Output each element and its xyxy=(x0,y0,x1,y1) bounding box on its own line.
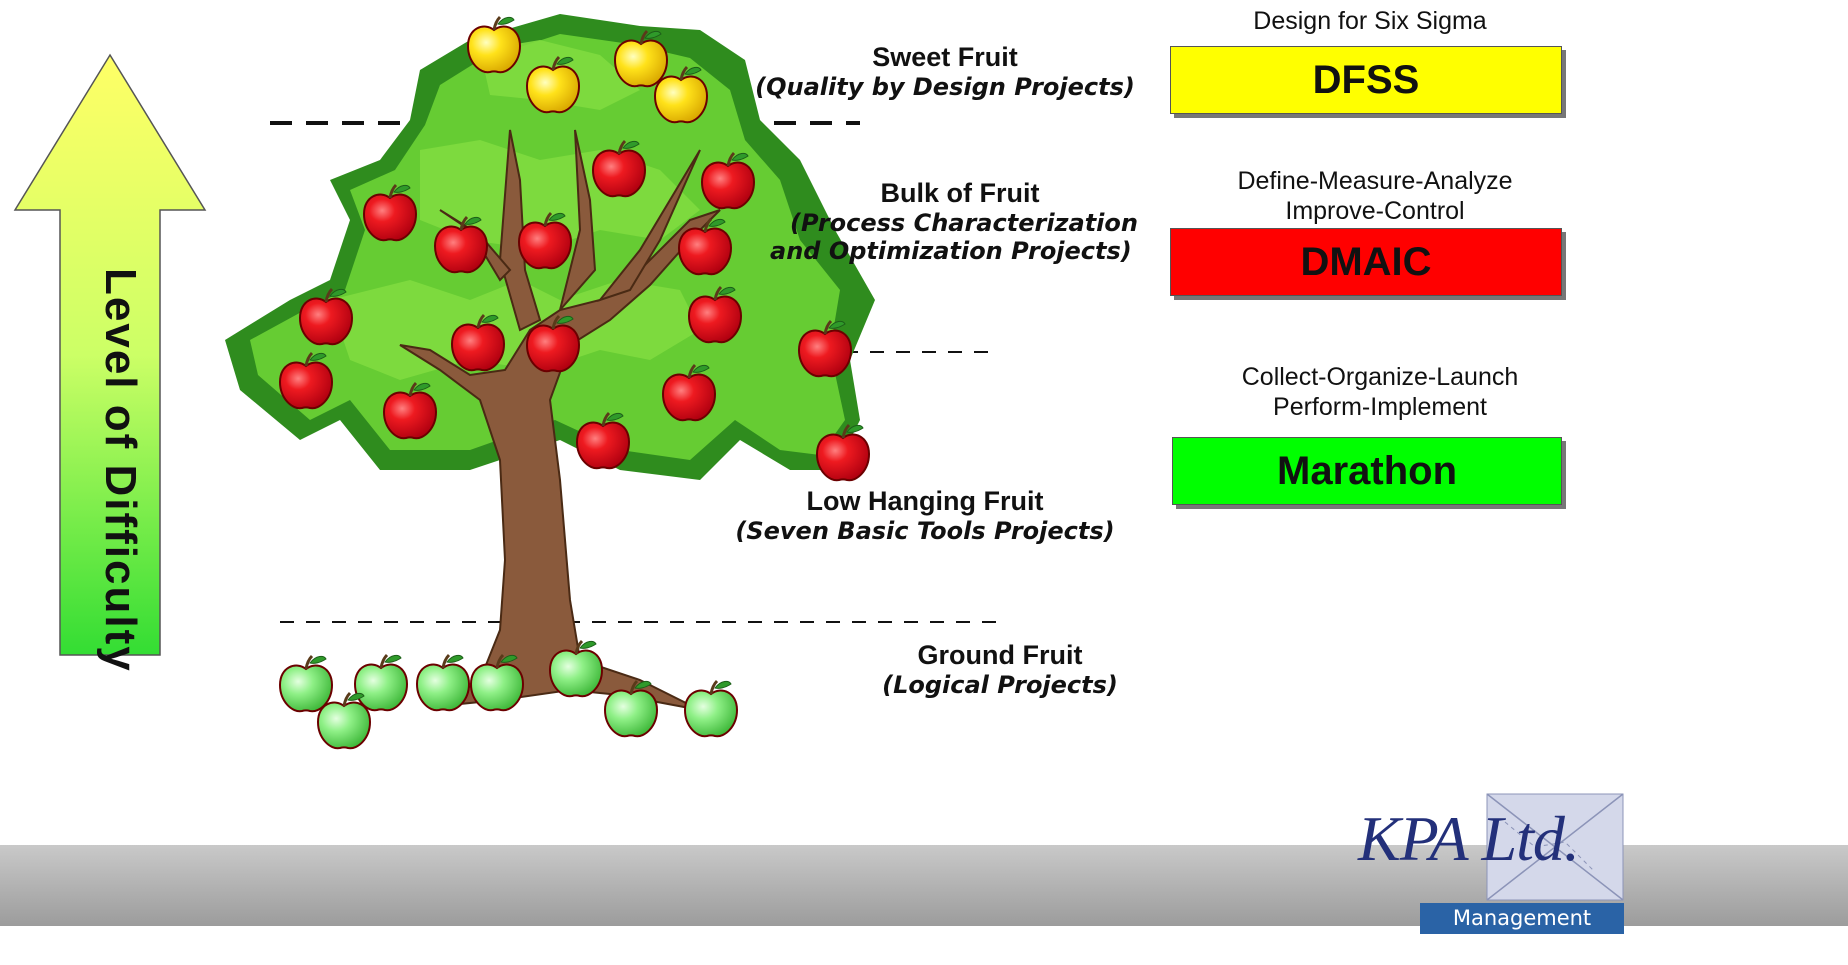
tier-subtitle-line2: and Optimization Projects) xyxy=(770,237,1132,265)
tier-title: Ground Fruit xyxy=(917,640,1083,670)
method-box-marathon: Marathon xyxy=(1172,437,1562,505)
method-caption-dmaic: Define-Measure-Analyze Improve-Control xyxy=(1237,167,1513,225)
method-caption-dfss: Design for Six Sigma xyxy=(1253,7,1487,35)
difficulty-label: Level of Difficulty xyxy=(96,267,145,673)
method-caption-marathon: Collect-Organize-Launch Perform-Implemen… xyxy=(1241,363,1519,421)
tier-title: Sweet Fruit xyxy=(872,42,1018,72)
tier-subtitle: (Logical Projects) xyxy=(882,671,1118,699)
tier-subtitle: (Quality by Design Projects) xyxy=(755,73,1135,101)
method-box-dmaic: DMAIC xyxy=(1170,228,1562,296)
method-box-dfss: DFSS xyxy=(1170,46,1562,114)
tier-title: Bulk of Fruit xyxy=(880,178,1040,208)
kpa-logo: KPA Ltd. Management Consulting xyxy=(1350,792,1630,961)
tier-bulk-of-fruit: Bulk of Fruit (Process Characterization … xyxy=(760,178,1180,265)
tier-sweet-fruit: Sweet Fruit (Quality by Design Projects) xyxy=(750,42,1140,101)
logo-name: KPA Ltd. xyxy=(1358,803,1580,874)
tier-title: Low Hanging Fruit xyxy=(806,486,1044,516)
tier-ground-fruit: Ground Fruit (Logical Projects) xyxy=(860,640,1140,699)
logo-tagline: Management Consulting xyxy=(1420,903,1624,961)
logo-mark-icon xyxy=(1486,793,1624,901)
tier-subtitle-line1: (Process Characterization xyxy=(790,209,1138,237)
difficulty-arrow xyxy=(13,53,207,656)
apple-tree-illustration xyxy=(13,14,1000,750)
tier-low-hanging-fruit: Low Hanging Fruit (Seven Basic Tools Pro… xyxy=(730,486,1120,545)
tier-subtitle: (Seven Basic Tools Projects) xyxy=(735,517,1115,545)
